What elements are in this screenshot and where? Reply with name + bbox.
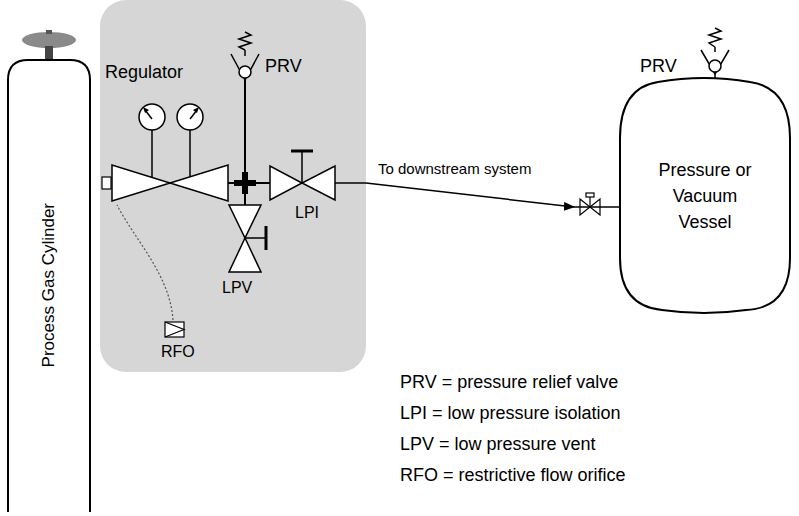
cylinder-body (8, 60, 90, 512)
valve-stem (245, 237, 266, 239)
gauge-needle-tip (193, 107, 199, 113)
part-label: PRV (265, 56, 302, 78)
relief-valve-body (701, 50, 729, 74)
relief-spring (239, 32, 251, 50)
pipe (244, 194, 246, 205)
isolation-valve (302, 166, 335, 200)
pressure-gauge (177, 104, 203, 130)
legend-note: LPV = low pressure vent (400, 434, 596, 456)
pipe (228, 182, 270, 184)
pressure-vessel: Pressure or Vacuum Vessel (618, 78, 792, 314)
relief-valve-ball (709, 60, 721, 72)
cylinder-cap-nub (46, 30, 52, 34)
gas-cylinder: Process Gas Cylinder (6, 58, 92, 512)
pipe-cross (242, 172, 248, 194)
legend-note: LPI = low pressure isolation (400, 403, 621, 425)
valve-handle (291, 150, 313, 153)
valve-handle (586, 193, 594, 197)
regulator-body (112, 165, 170, 201)
relief-stem (714, 47, 716, 52)
isolation-valve (270, 166, 302, 200)
part-label: PRV (640, 56, 677, 78)
legend-note: PRV = pressure relief valve (400, 372, 618, 394)
pipe (335, 182, 366, 184)
gauge-stem (189, 130, 191, 177)
flow-orifice (165, 322, 184, 337)
cylinder-cap (22, 32, 76, 48)
part-label: LPI (295, 203, 319, 222)
cylinder-neck (45, 46, 53, 59)
vent-valve (229, 238, 261, 272)
text-slot: Process Gas Cylinder (6, 58, 92, 512)
pipe (244, 80, 246, 172)
regulator-body (170, 165, 228, 201)
legend-note: RFO = restrictive flow orifice (400, 465, 626, 487)
flow-orifice-mark (165, 322, 184, 337)
relief-stem (244, 50, 246, 56)
valve-handle (265, 226, 268, 250)
vessel-body (620, 78, 790, 313)
relief-valve-body (231, 54, 259, 80)
part-label: RFO (161, 342, 195, 361)
gauge-needle-tip (143, 107, 149, 113)
equipment-panel: Regulator PRV LPI LPV RFO (100, 0, 366, 372)
relief-valve-ball (239, 66, 251, 78)
vent-valve (229, 205, 261, 238)
node-label: Pressure or Vacuum Vessel (655, 157, 755, 235)
flow-line (366, 183, 620, 207)
relief-spring (709, 28, 721, 47)
edge-label: To downstream system (378, 160, 531, 178)
regulator-knob (102, 177, 111, 189)
pressure-gauge (139, 104, 165, 130)
gauge-stem (151, 130, 153, 177)
text-slot: Pressure or Vacuum Vessel (618, 78, 792, 314)
node-label: Process Gas Cylinder (39, 203, 59, 367)
node-label: Regulator (105, 62, 183, 84)
valve-stem (301, 151, 303, 183)
leader-line (117, 205, 173, 320)
valve-stem (589, 197, 590, 207)
part-label: LPV (222, 278, 252, 297)
